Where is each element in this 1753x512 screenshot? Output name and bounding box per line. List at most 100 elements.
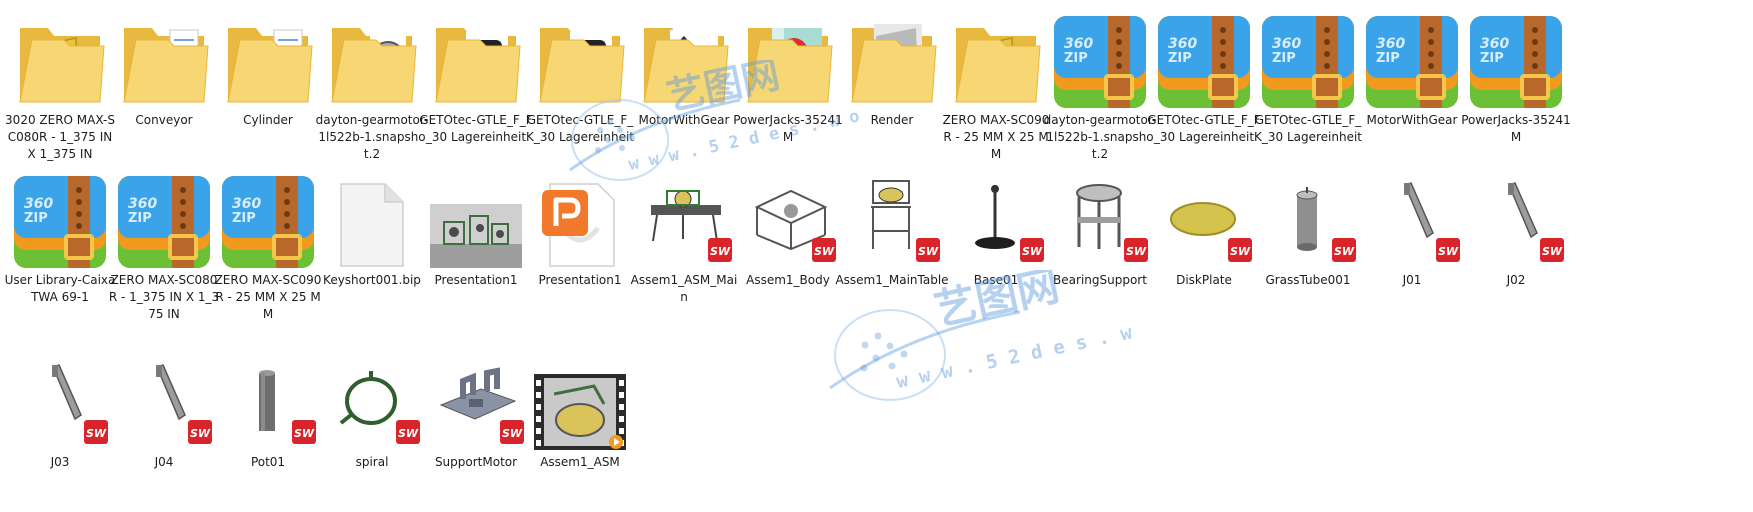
file-label: Presentation1: [434, 273, 518, 287]
solidworks-part-icon: SW: [320, 346, 424, 450]
solidworks-icon: SW: [84, 420, 108, 444]
file-label: J04: [154, 455, 174, 469]
svg-text:SW: SW: [1230, 245, 1251, 258]
file-label: Pot01: [250, 455, 286, 469]
folder-icon: [320, 4, 424, 108]
svg-text:ZIP: ZIP: [128, 211, 152, 226]
folder-3020-zero-max-sc080r[interactable]: 3020 ZERO MAX-SC080R - 1_375 IN X 1_375 …: [2, 4, 118, 170]
folder-getotec-gtle-f-k-30[interactable]: GETOtec-GTLE_F_K_30 Lagereinheit: [522, 4, 638, 170]
file-grid: 3020 ZERO MAX-SC080R - 1_375 IN X 1_375 …: [5, 4, 1748, 490]
svg-text:SW: SW: [814, 245, 835, 258]
svg-text:ZIP: ZIP: [1480, 51, 1504, 66]
folder-icon: [216, 4, 320, 108]
file-label: Cylinder: [243, 113, 293, 127]
file-grasstube001[interactable]: SW GrassTube001: [1250, 164, 1366, 330]
solidworks-icon: SW: [1020, 238, 1044, 262]
solidworks-part-icon: SW: [8, 346, 112, 450]
file-label: Base01: [973, 273, 1019, 287]
solidworks-icon: SW: [1540, 238, 1564, 262]
svg-text:360: 360: [24, 196, 53, 212]
folder-motorwithgear[interactable]: MotorWithGear: [626, 4, 742, 170]
solidworks-part-icon: SW: [840, 164, 944, 268]
file-label: Assem1_MainTable: [835, 273, 949, 287]
file-base01[interactable]: SW Base01: [938, 164, 1054, 330]
solidworks-part-icon: SW: [1360, 164, 1464, 268]
file-label: Assem1_ASM_Main: [630, 273, 738, 304]
file-presentation1-image[interactable]: Presentation1: [418, 164, 534, 330]
folder-icon: [112, 4, 216, 108]
solidworks-icon: SW: [812, 238, 836, 262]
file-assem1-maintable[interactable]: SW Assem1_MainTable: [834, 164, 950, 330]
file-assem1-asm-main[interactable]: SW Assem1_ASM_Main: [626, 164, 742, 330]
svg-text:ZIP: ZIP: [1376, 51, 1400, 66]
file-j03[interactable]: SW J03: [2, 346, 118, 512]
svg-text:ZIP: ZIP: [232, 211, 256, 226]
file-label: BearingSupport: [1053, 273, 1147, 287]
svg-text:SW: SW: [1126, 245, 1147, 258]
solidworks-part-icon: SW: [1152, 164, 1256, 268]
file-bearingsupport[interactable]: SW BearingSupport: [1042, 164, 1158, 330]
solidworks-part-icon: SW: [736, 164, 840, 268]
solidworks-icon: SW: [1436, 238, 1460, 262]
file-presentation1-ppt[interactable]: Presentation1: [522, 164, 638, 330]
folder-cylinder[interactable]: Cylinder: [210, 4, 326, 170]
file-label: J03: [50, 455, 70, 469]
video-file-icon: [528, 346, 632, 450]
file-j01[interactable]: SW J01: [1354, 164, 1470, 330]
file-keyshort001[interactable]: Keyshort001.bip: [314, 164, 430, 330]
file-label: PowerJacks-35241M: [733, 113, 843, 144]
solidworks-part-icon: SW: [1048, 164, 1152, 268]
file-label: MotorWithGear: [1366, 113, 1458, 127]
folder-powerjacks-35241m[interactable]: PowerJacks-35241M: [730, 4, 846, 170]
file-label: ZERO MAX-SC090R - 25 MM X 25 MM: [214, 273, 322, 321]
folder-icon: [736, 4, 840, 108]
folder-conveyor[interactable]: Conveyor: [106, 4, 222, 170]
file-label: SupportMotor: [434, 455, 518, 469]
file-label: ZERO MAX-SC080R - 1_375 IN X 1_375 IN: [108, 273, 220, 321]
solidworks-part-icon: SW: [1256, 164, 1360, 268]
solidworks-icon: SW: [708, 238, 732, 262]
file-label: Conveyor: [135, 113, 193, 127]
folder-render[interactable]: Render: [834, 4, 950, 170]
file-label: J01: [1402, 273, 1422, 287]
solidworks-icon: SW: [396, 420, 420, 444]
folder-icon: [840, 4, 944, 108]
file-label: dayton-gearmotor-1l522b-1.snapshot.2: [1043, 113, 1157, 161]
file-label: GrassTube001: [1265, 273, 1351, 287]
svg-text:360: 360: [1376, 36, 1405, 52]
svg-text:360: 360: [1064, 36, 1093, 52]
svg-text:SW: SW: [1022, 245, 1043, 258]
svg-text:SW: SW: [1334, 245, 1355, 258]
presentation-icon: [528, 164, 632, 268]
folder-getotec-gtle-f-f-30[interactable]: GETOtec-GTLE_F_F_30 Lagereinheit: [418, 4, 534, 170]
file-assem1-asm-video[interactable]: Assem1_ASM: [522, 346, 638, 512]
svg-text:ZIP: ZIP: [1168, 51, 1192, 66]
folder-icon: [632, 4, 736, 108]
folder-icon: [944, 4, 1048, 108]
file-label: ZERO MAX-SC090R - 25 MM X 25 MM: [942, 113, 1050, 161]
solidworks-icon: SW: [916, 238, 940, 262]
folder-dayton-gearmotor[interactable]: dayton-gearmotor-1l522b-1.snapshot.2: [314, 4, 430, 170]
folder-icon: [8, 4, 112, 108]
svg-text:ZIP: ZIP: [1272, 51, 1296, 66]
folder-zero-max-sc090r[interactable]: ZERO MAX-SC090R - 25 MM X 25 MM: [938, 4, 1054, 170]
